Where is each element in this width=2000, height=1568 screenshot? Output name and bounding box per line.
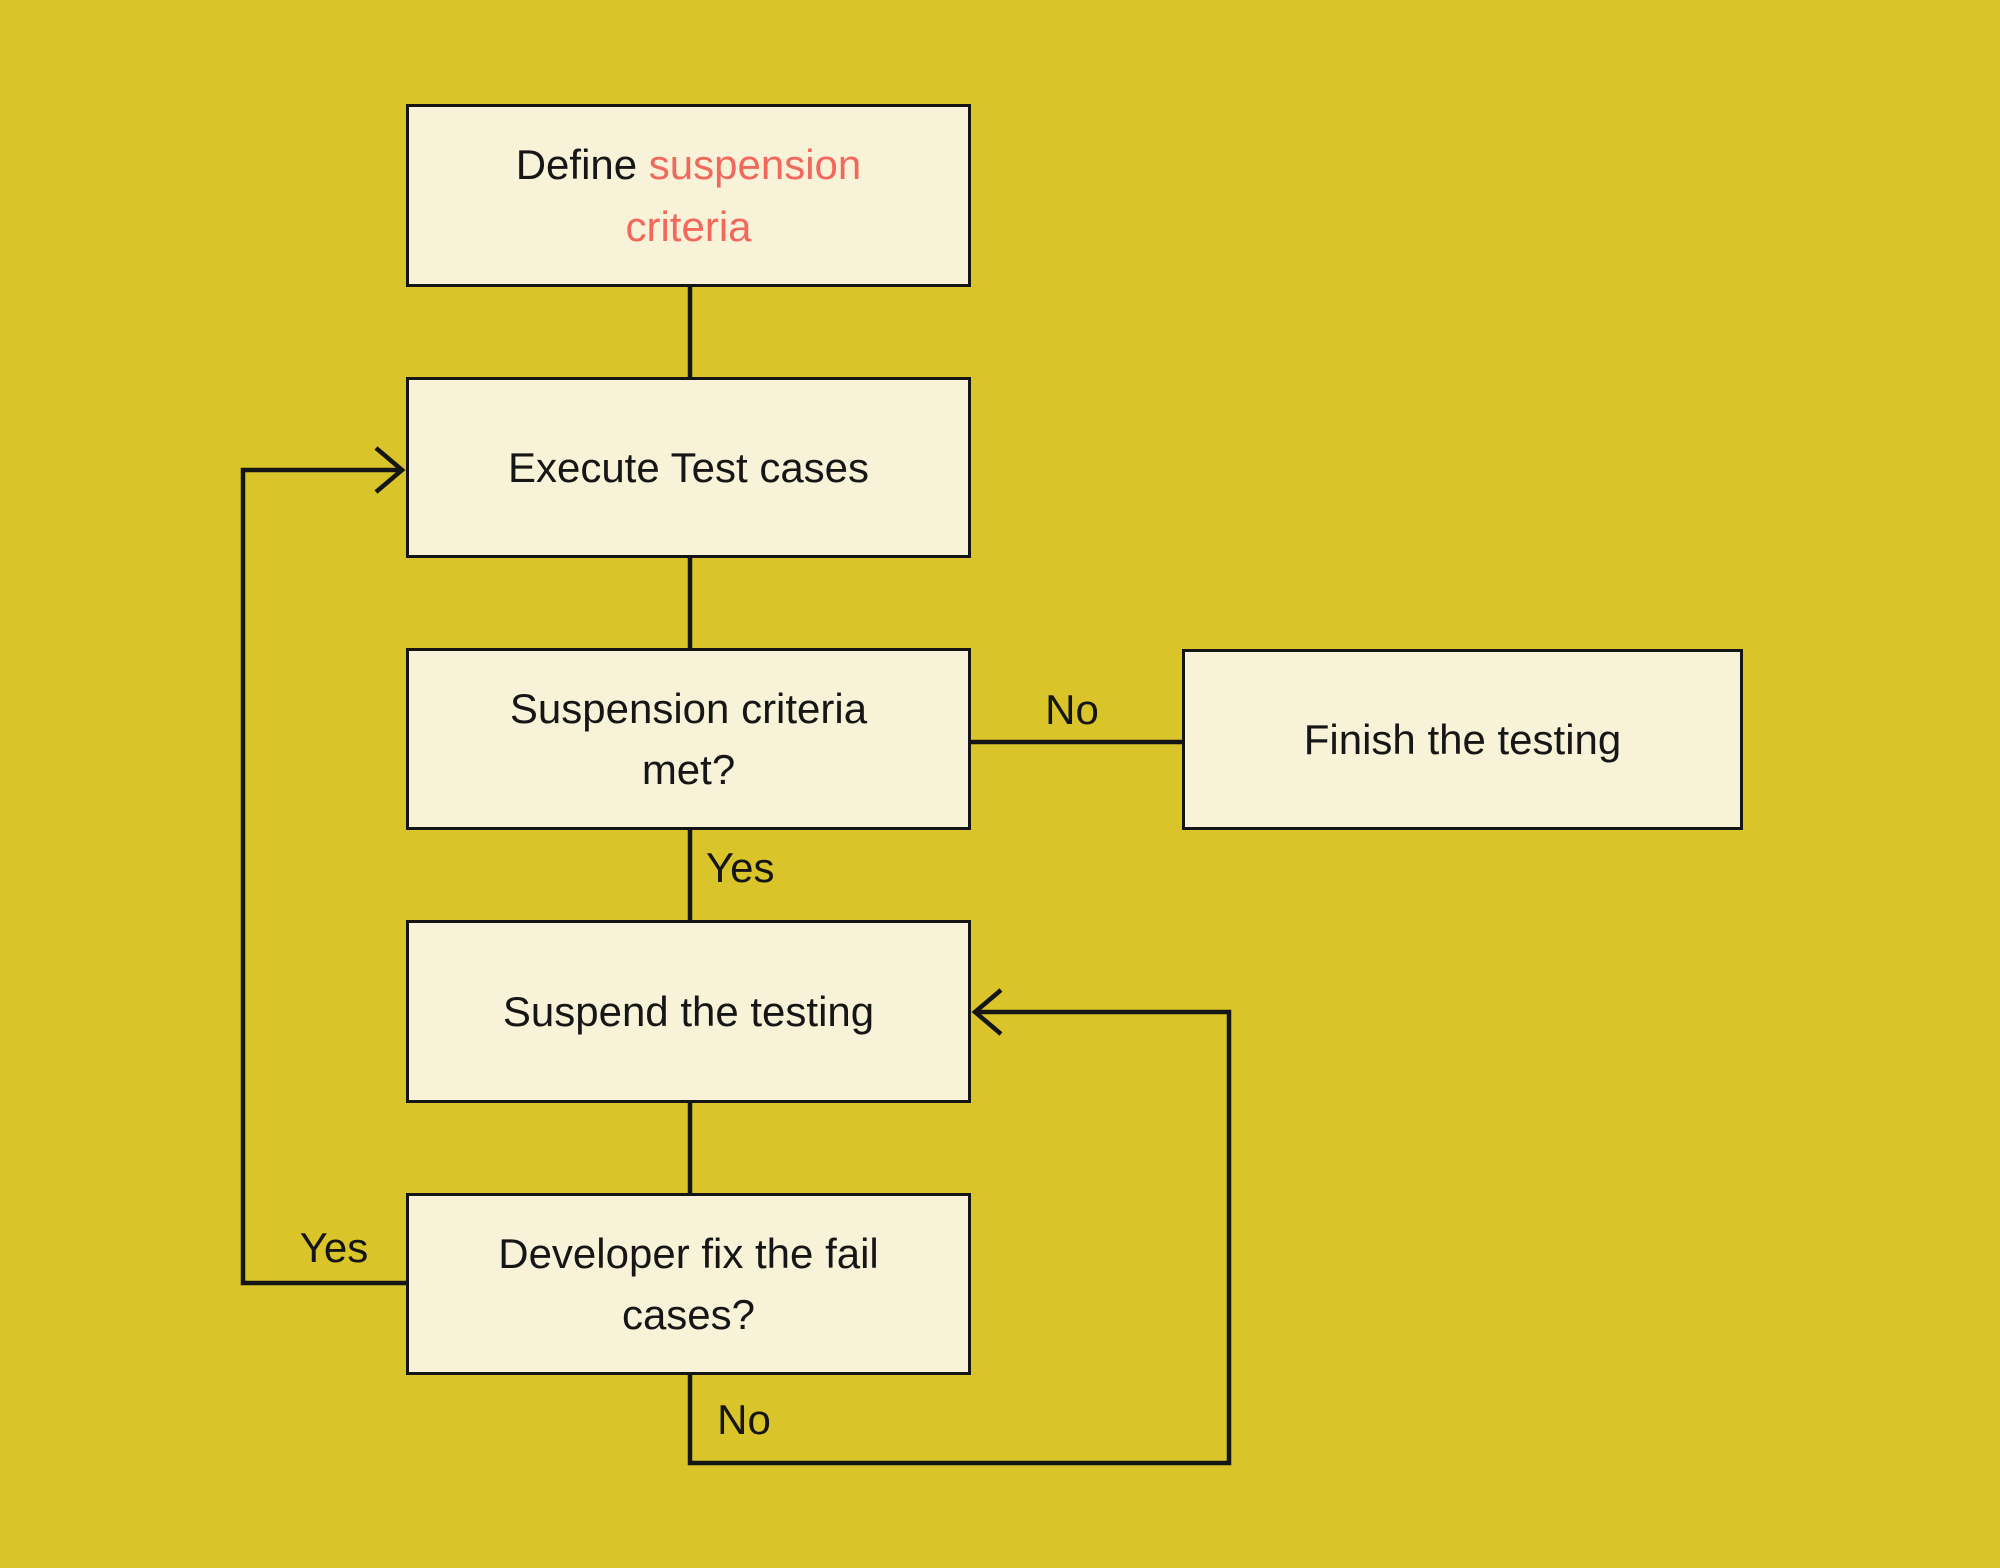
arrowhead-into-execute [374, 446, 406, 494]
node-criteria-met-line1: Suspension criteria [509, 684, 868, 732]
node-define-label: Define suspension criteria [516, 134, 862, 257]
node-define-suspension-criteria: Define suspension criteria [406, 104, 971, 287]
node-execute-test-cases: Execute Test cases [406, 377, 971, 558]
node-finish-the-testing: Finish the testing [1182, 649, 1743, 830]
node-define-line2: criteria [625, 202, 752, 250]
node-criteria-met-label: Suspension criteria met? [510, 678, 867, 801]
define-text-red: suspension [648, 141, 862, 189]
edge-label-no-to-finish: No [1045, 686, 1099, 733]
edge-label-yes-to-execute: Yes [299, 1224, 369, 1271]
node-criteria-met-line2: met? [641, 746, 736, 793]
node-developer-fix-the-fail-cases: Developer fix the fail cases? [406, 1193, 971, 1375]
node-suspension-criteria-met: Suspension criteria met? [406, 648, 971, 830]
edge-developer-fix-yes-loop-to-execute [240, 467, 406, 1286]
edge-label-yes-to-suspend: Yes [706, 844, 775, 891]
node-developer-fix-label: Developer fix the fail cases? [498, 1223, 879, 1346]
node-developer-fix-line2: cases? [621, 1291, 756, 1338]
arrowhead-into-suspend [971, 988, 1003, 1036]
node-developer-fix-line1: Developer fix the fail [498, 1229, 879, 1277]
node-suspend-label: Suspend the testing [502, 987, 875, 1035]
edge-label-no-to-suspend: No [717, 1396, 771, 1443]
node-execute-label: Execute Test cases [507, 443, 870, 491]
node-finish-label: Finish the testing [1303, 715, 1622, 763]
edge-developer-fix-no-loop-to-suspend [687, 1009, 1232, 1466]
define-text-black: Define [515, 141, 638, 189]
node-suspend-the-testing: Suspend the testing [406, 920, 971, 1103]
node-define-line1: Define suspension [516, 134, 862, 195]
